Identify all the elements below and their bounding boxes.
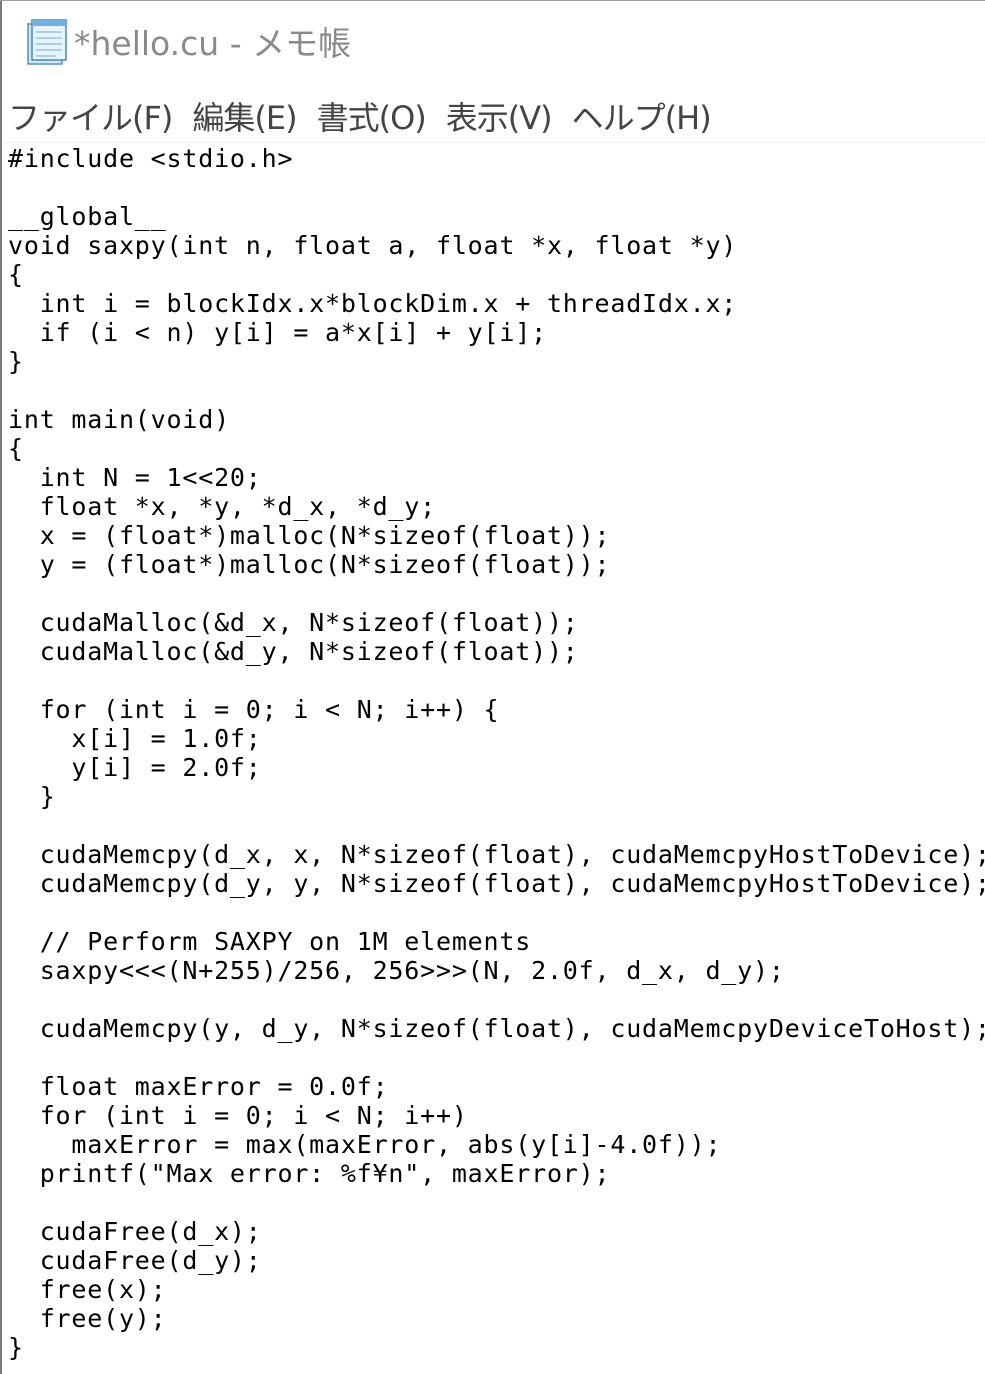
code-line: cudaFree(d_y);	[8, 1246, 262, 1275]
code-line	[8, 1188, 985, 1217]
code-line: void saxpy(int n, float a, float *x, flo…	[8, 231, 738, 260]
code-line: #include <stdio.h>	[8, 144, 294, 173]
code-line: cudaMalloc(&d_x, N*sizeof(float));	[8, 608, 579, 637]
code-line: for (int i = 0; i < N; i++) {	[8, 695, 500, 724]
code-line: cudaFree(d_x);	[8, 1217, 262, 1246]
menu-help[interactable]: ヘルプ(H)	[571, 98, 712, 137]
code-line: int N = 1<<20;	[8, 463, 262, 492]
code-line: printf("Max error: %f¥n", maxError);	[8, 1159, 611, 1188]
code-line: float maxError = 0.0f;	[8, 1072, 389, 1101]
code-line: y = (float*)malloc(N*sizeof(float));	[8, 550, 611, 579]
code-line: y[i] = 2.0f;	[8, 753, 262, 782]
code-line: cudaMemcpy(y, d_y, N*sizeof(float), cuda…	[8, 1014, 985, 1043]
window-title: *hello.cu - メモ帳	[74, 20, 351, 68]
code-line: x[i] = 1.0f;	[8, 724, 262, 753]
code-line: for (int i = 0; i < N; i++)	[8, 1101, 468, 1130]
code-line: // Perform SAXPY on 1M elements	[8, 927, 532, 956]
code-line	[8, 811, 985, 840]
menu-format[interactable]: 書式(O)	[316, 98, 427, 137]
code-line: {	[8, 260, 24, 289]
code-line: free(y);	[8, 1304, 167, 1333]
code-line: cudaMemcpy(d_y, y, N*sizeof(float), cuda…	[8, 869, 985, 898]
code-line: int main(void)	[8, 405, 230, 434]
code-line: float *x, *y, *d_x, *d_y;	[8, 492, 436, 521]
code-line	[8, 898, 985, 927]
code-line: free(x);	[8, 1275, 167, 1304]
window-left-border	[0, 1, 2, 1374]
code-line: int i = blockIdx.x*blockDim.x + threadId…	[8, 289, 738, 318]
text-editor[interactable]: #include <stdio.h> __global__void saxpy(i…	[2, 144, 985, 1374]
menu-bar: ファイル(F) 編集(E) 書式(O) 表示(V) ヘルプ(H)	[2, 89, 985, 143]
code-line	[8, 579, 985, 608]
code-line	[8, 1043, 985, 1072]
unsaved-marker: *	[74, 24, 91, 63]
menu-view[interactable]: 表示(V)	[445, 98, 553, 137]
code-text-area[interactable]: #include <stdio.h> __global__void saxpy(i…	[2, 144, 985, 1362]
code-line: {	[8, 434, 24, 463]
code-line: saxpy<<<(N+255)/256, 256>>>(N, 2.0f, d_x…	[8, 956, 785, 985]
window-title-label: hello.cu - メモ帳	[90, 24, 352, 63]
code-line: }	[8, 782, 56, 811]
code-line: cudaMalloc(&d_y, N*sizeof(float));	[8, 637, 579, 666]
code-line: if (i < n) y[i] = a*x[i] + y[i];	[8, 318, 547, 347]
menu-file[interactable]: ファイル(F)	[8, 98, 173, 137]
code-line	[8, 985, 985, 1014]
notepad-icon	[27, 19, 67, 65]
code-line	[8, 666, 985, 695]
code-line: }	[8, 347, 24, 376]
code-line: maxError = max(maxError, abs(y[i]-4.0f))…	[8, 1130, 722, 1159]
code-line: }	[8, 1333, 24, 1362]
menu-edit[interactable]: 編集(E)	[192, 98, 297, 137]
code-line	[8, 376, 985, 405]
code-line: cudaMemcpy(d_x, x, N*sizeof(float), cuda…	[8, 840, 985, 869]
title-bar[interactable]: *hello.cu - メモ帳	[2, 2, 985, 86]
code-line: __global__	[8, 202, 167, 231]
code-line	[8, 173, 985, 202]
code-line: x = (float*)malloc(N*sizeof(float));	[8, 521, 611, 550]
